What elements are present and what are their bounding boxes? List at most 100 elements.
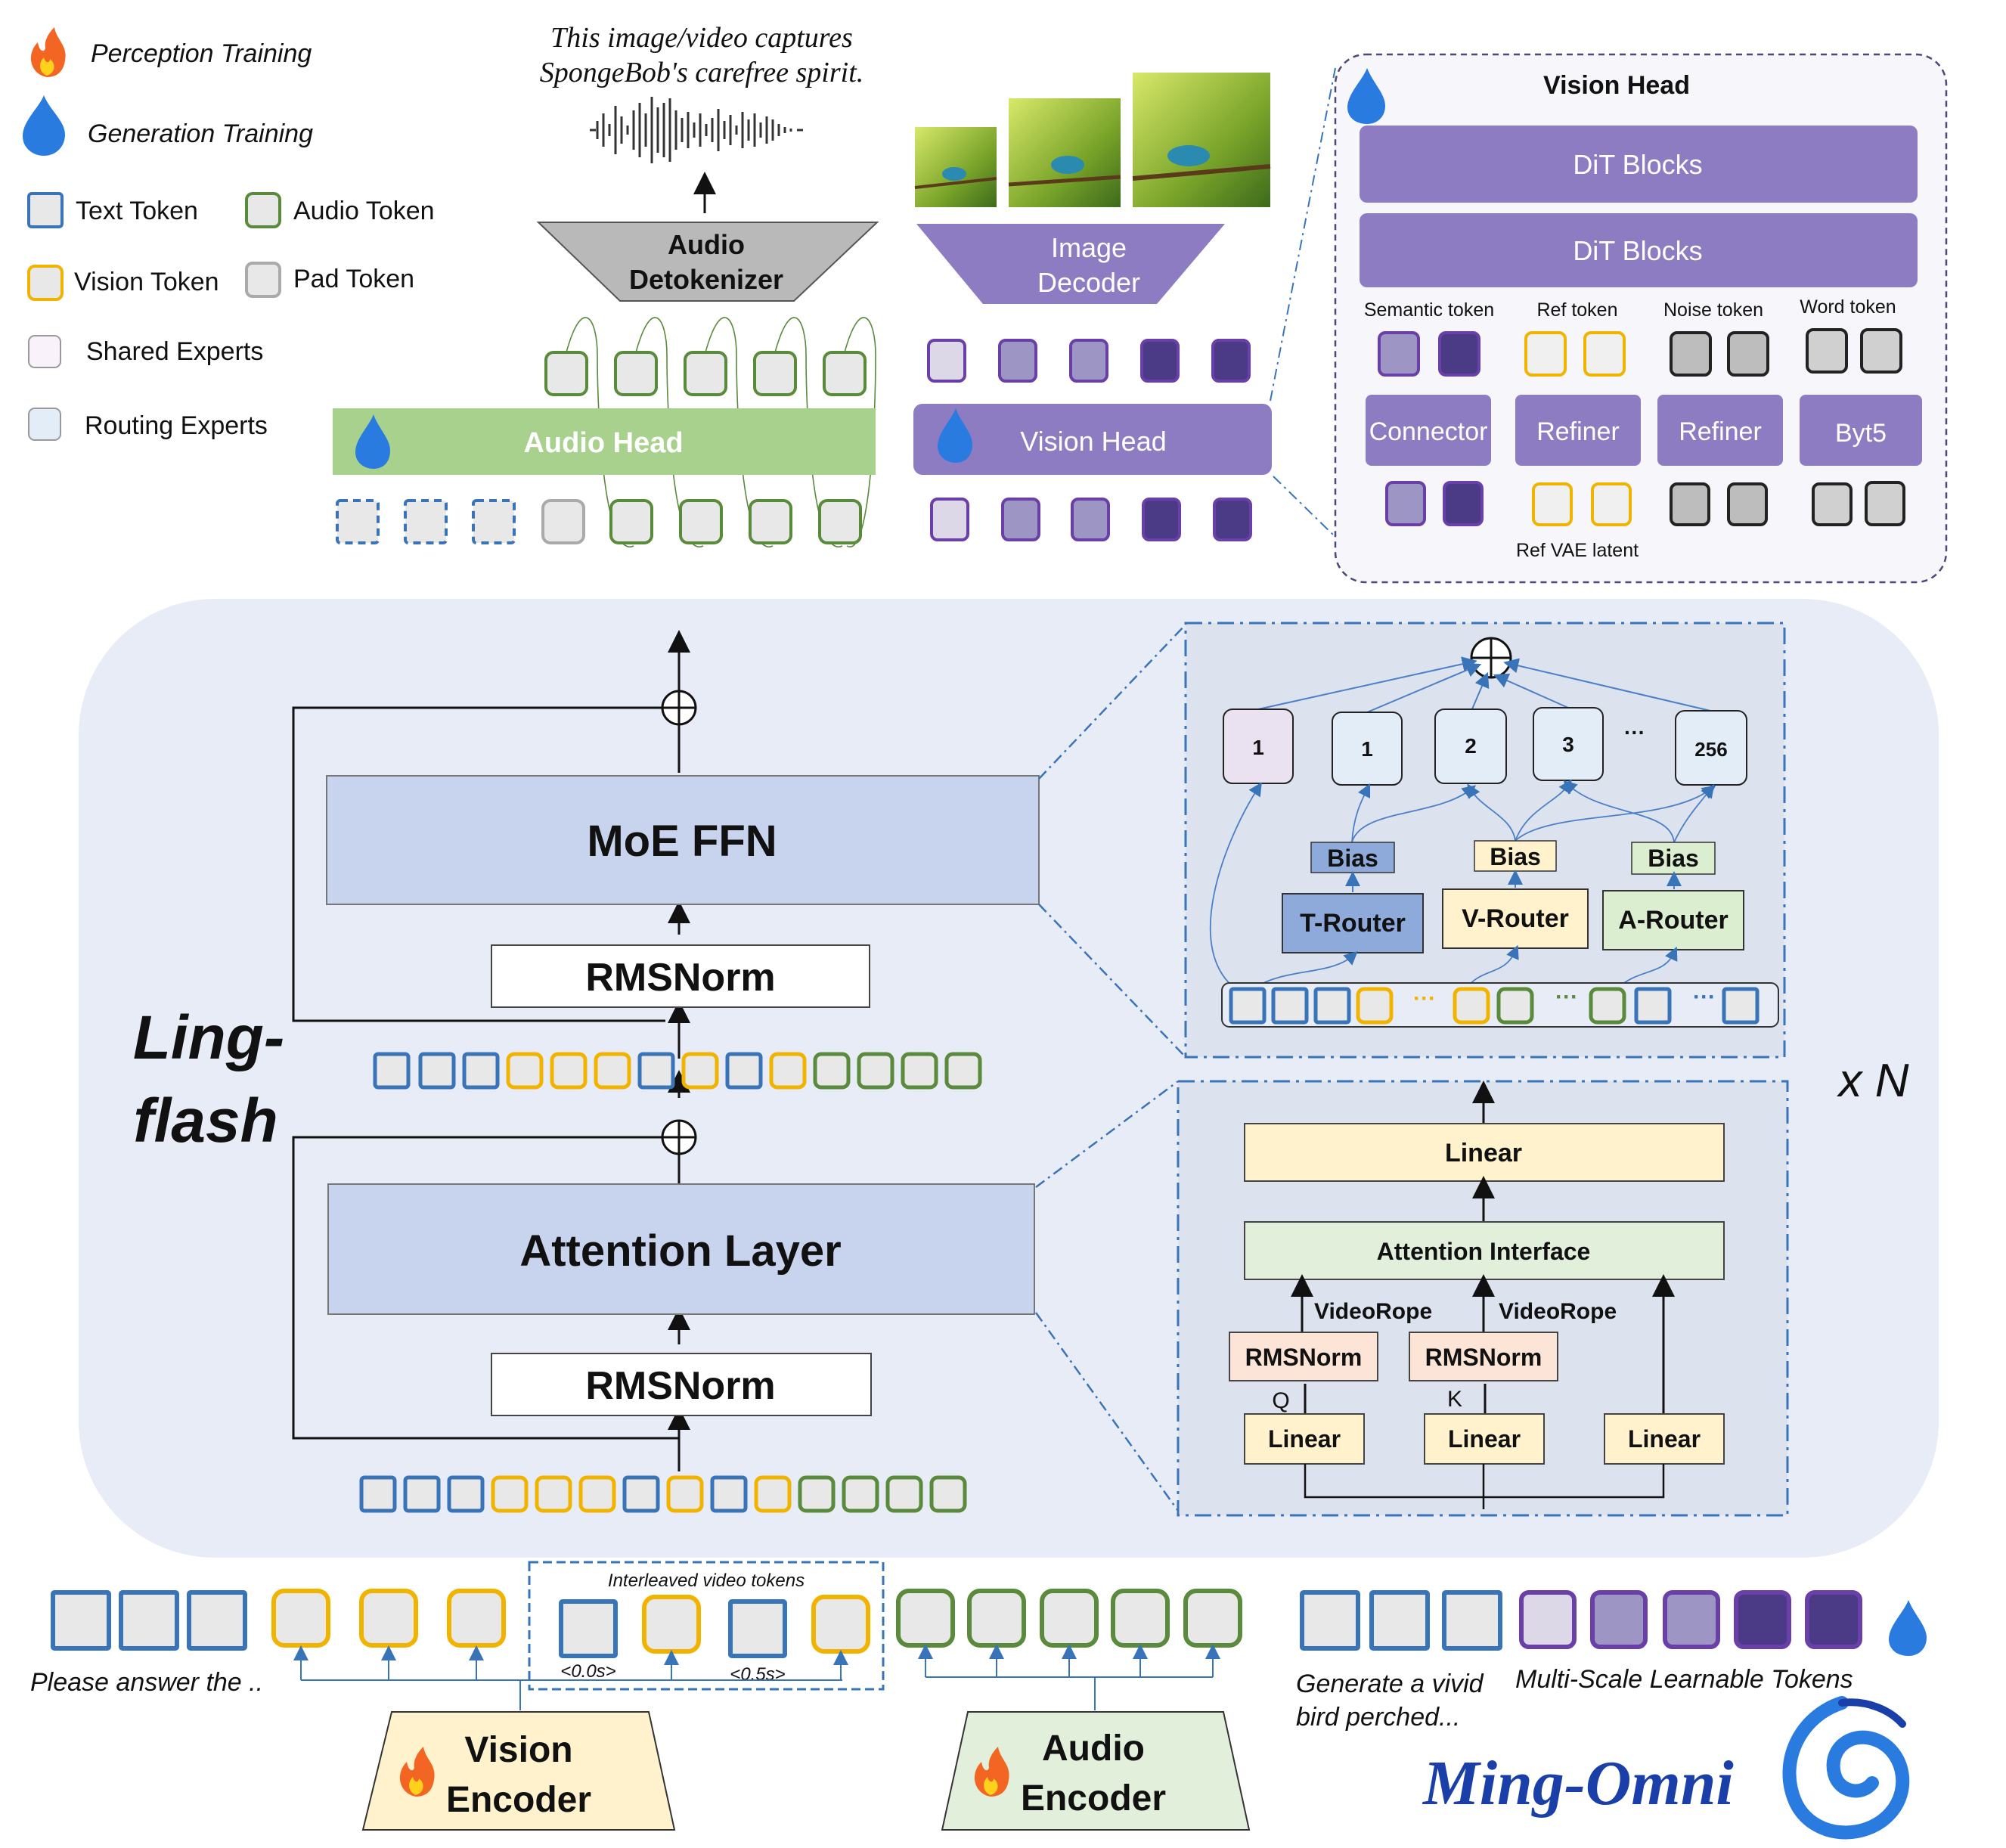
moe-ffn [326, 775, 1040, 905]
audio-encoder-label-1: Audio [1042, 1729, 1145, 1769]
image-decoder-label-2: Decoder [1037, 267, 1140, 298]
word-token-label: Word token [1800, 296, 1896, 318]
moe-ffn-label: MoE FFN [587, 817, 777, 866]
bias-audio [1631, 842, 1716, 875]
audio-head-label: Audio Head [523, 427, 683, 459]
expert-label: 2 [1465, 734, 1477, 758]
bird-image-medium [1008, 98, 1121, 207]
expert-label: 256 [1694, 738, 1727, 761]
zoom-line [1273, 476, 1336, 538]
expert-label: 1 [1252, 736, 1264, 759]
audio-encoder [941, 1711, 1251, 1831]
q-label: Q [1272, 1388, 1289, 1413]
ming-omni-logo-icon [1782, 1696, 1910, 1840]
audio-head-input-tokens [336, 499, 862, 544]
moe-detail: 1 1 2 3 256 ··· Bias Bias Bias T-Router … [1184, 622, 1786, 1059]
timestamp-1: <0.5s> [730, 1664, 785, 1685]
vision-head-detail-title: Vision Head [1543, 71, 1690, 100]
semantic-token-label: Semantic token [1364, 299, 1494, 321]
a-router [1602, 890, 1744, 950]
refiner-1 [1515, 395, 1641, 466]
timestamp-0: <0.0s> [560, 1661, 615, 1682]
videorope-k: VideoRope [1499, 1299, 1617, 1324]
audio-detokenizer-label-2: Detokenizer [629, 264, 783, 295]
videorope-q: VideoRope [1314, 1299, 1432, 1324]
caption-line-2: SpongeBob's carefree spirit. [540, 57, 864, 88]
byt5-label: Byt5 [1835, 419, 1887, 448]
refiner-1-label: Refiner [1536, 417, 1620, 446]
linear-k [1424, 1413, 1545, 1465]
bird-image-large [1132, 73, 1271, 207]
water-drop-icon [23, 95, 65, 156]
attn-linear-out-label: Linear [1445, 1139, 1522, 1167]
a-router-label: A-Router [1618, 906, 1728, 935]
byt5 [1800, 395, 1922, 466]
zoom-line [1038, 624, 1186, 780]
vision-encoder-label-2: Encoder [446, 1780, 591, 1820]
legend-pad-token-swatch [245, 262, 281, 298]
attention-interface [1244, 1221, 1725, 1280]
gen-prompt-line-2: bird perched... [1296, 1703, 1460, 1732]
legend: Perception Training Generation Training … [23, 27, 435, 441]
model-name-line-2: flash [133, 1087, 277, 1155]
water-drop-icon [1889, 1600, 1927, 1656]
connector-label: Connector [1369, 417, 1488, 446]
bias-audio-label: Bias [1648, 845, 1699, 872]
v-router [1442, 888, 1589, 949]
legend-vision-token-swatch [27, 265, 64, 301]
interleaved-label: Interleaved video tokens [608, 1570, 805, 1591]
attn-linear-out [1244, 1123, 1725, 1182]
legend-routing-experts-swatch [28, 408, 61, 441]
bias-text-label: Bias [1327, 845, 1378, 872]
add-circle [661, 690, 697, 726]
repeat-count: x N [1837, 1055, 1909, 1107]
audio-detokenizer [536, 222, 879, 302]
legend-pad-token: Pad Token [293, 265, 414, 293]
flame-icon [399, 1747, 435, 1797]
legend-text-token-swatch [27, 192, 64, 228]
ref-token-label: Ref token [1536, 299, 1617, 321]
caption-line-1: This image/video captures [550, 22, 853, 54]
linear-q [1244, 1413, 1365, 1465]
bias-vision [1474, 840, 1557, 872]
vision-encoder-label-1: Vision [464, 1730, 572, 1770]
legend-audio-token: Audio Token [293, 197, 435, 225]
rmsnorm-k [1409, 1332, 1558, 1381]
svg-text:···: ··· [1413, 986, 1436, 1011]
legend-vision-token: Vision Token [74, 268, 219, 296]
waveform-icon [590, 97, 803, 163]
rmsnorm-bottom-label: RMSNorm [585, 1364, 775, 1408]
expert-label: 3 [1562, 733, 1574, 756]
flame-icon [30, 27, 66, 77]
audio-output-branch: This image/video captures SpongeBob's ca… [333, 22, 879, 548]
bird-image-small [914, 127, 997, 207]
mid-token-sequence [373, 1052, 982, 1090]
noise-token-label: Noise token [1663, 299, 1763, 321]
vision-head-output-tokens [927, 339, 1251, 383]
multiscale-label: Multi-Scale Learnable Tokens [1515, 1665, 1853, 1694]
water-drop-icon [1347, 68, 1385, 124]
brand-name: Ming-Omni [1422, 1748, 1734, 1819]
vision-encoder [361, 1711, 676, 1831]
text-prompt: Please answer the .. [30, 1668, 263, 1697]
dit-blocks-2-label: DiT Blocks [1573, 235, 1702, 266]
rmsnorm-bottom [491, 1353, 872, 1416]
add-circle [1470, 637, 1512, 679]
dit-blocks-1 [1360, 126, 1918, 203]
zoom-line [1038, 904, 1186, 1058]
t-router-label: T-Router [1300, 909, 1406, 938]
detail-lower-tokens [1385, 481, 1905, 526]
expert-ellipsis: ··· [1624, 721, 1645, 744]
image-decoder [916, 224, 1225, 304]
rmsnorm-q [1229, 1332, 1378, 1381]
dit-blocks-2 [1360, 213, 1918, 287]
rmsnorm-k-label: RMSNorm [1425, 1344, 1542, 1371]
flame-icon [974, 1747, 1009, 1797]
add-circle [661, 1119, 697, 1155]
legend-shared-experts-swatch [28, 335, 61, 368]
router-input-token-row: ··· ··· ··· [1229, 984, 1760, 1025]
vision-head-detail: Vision Head DiT Blocks DiT Blocks Semant… [1334, 53, 1948, 584]
zoom-line [1270, 67, 1336, 402]
legend-audio-token-swatch [245, 192, 281, 228]
svg-text:···: ··· [1555, 984, 1578, 1009]
